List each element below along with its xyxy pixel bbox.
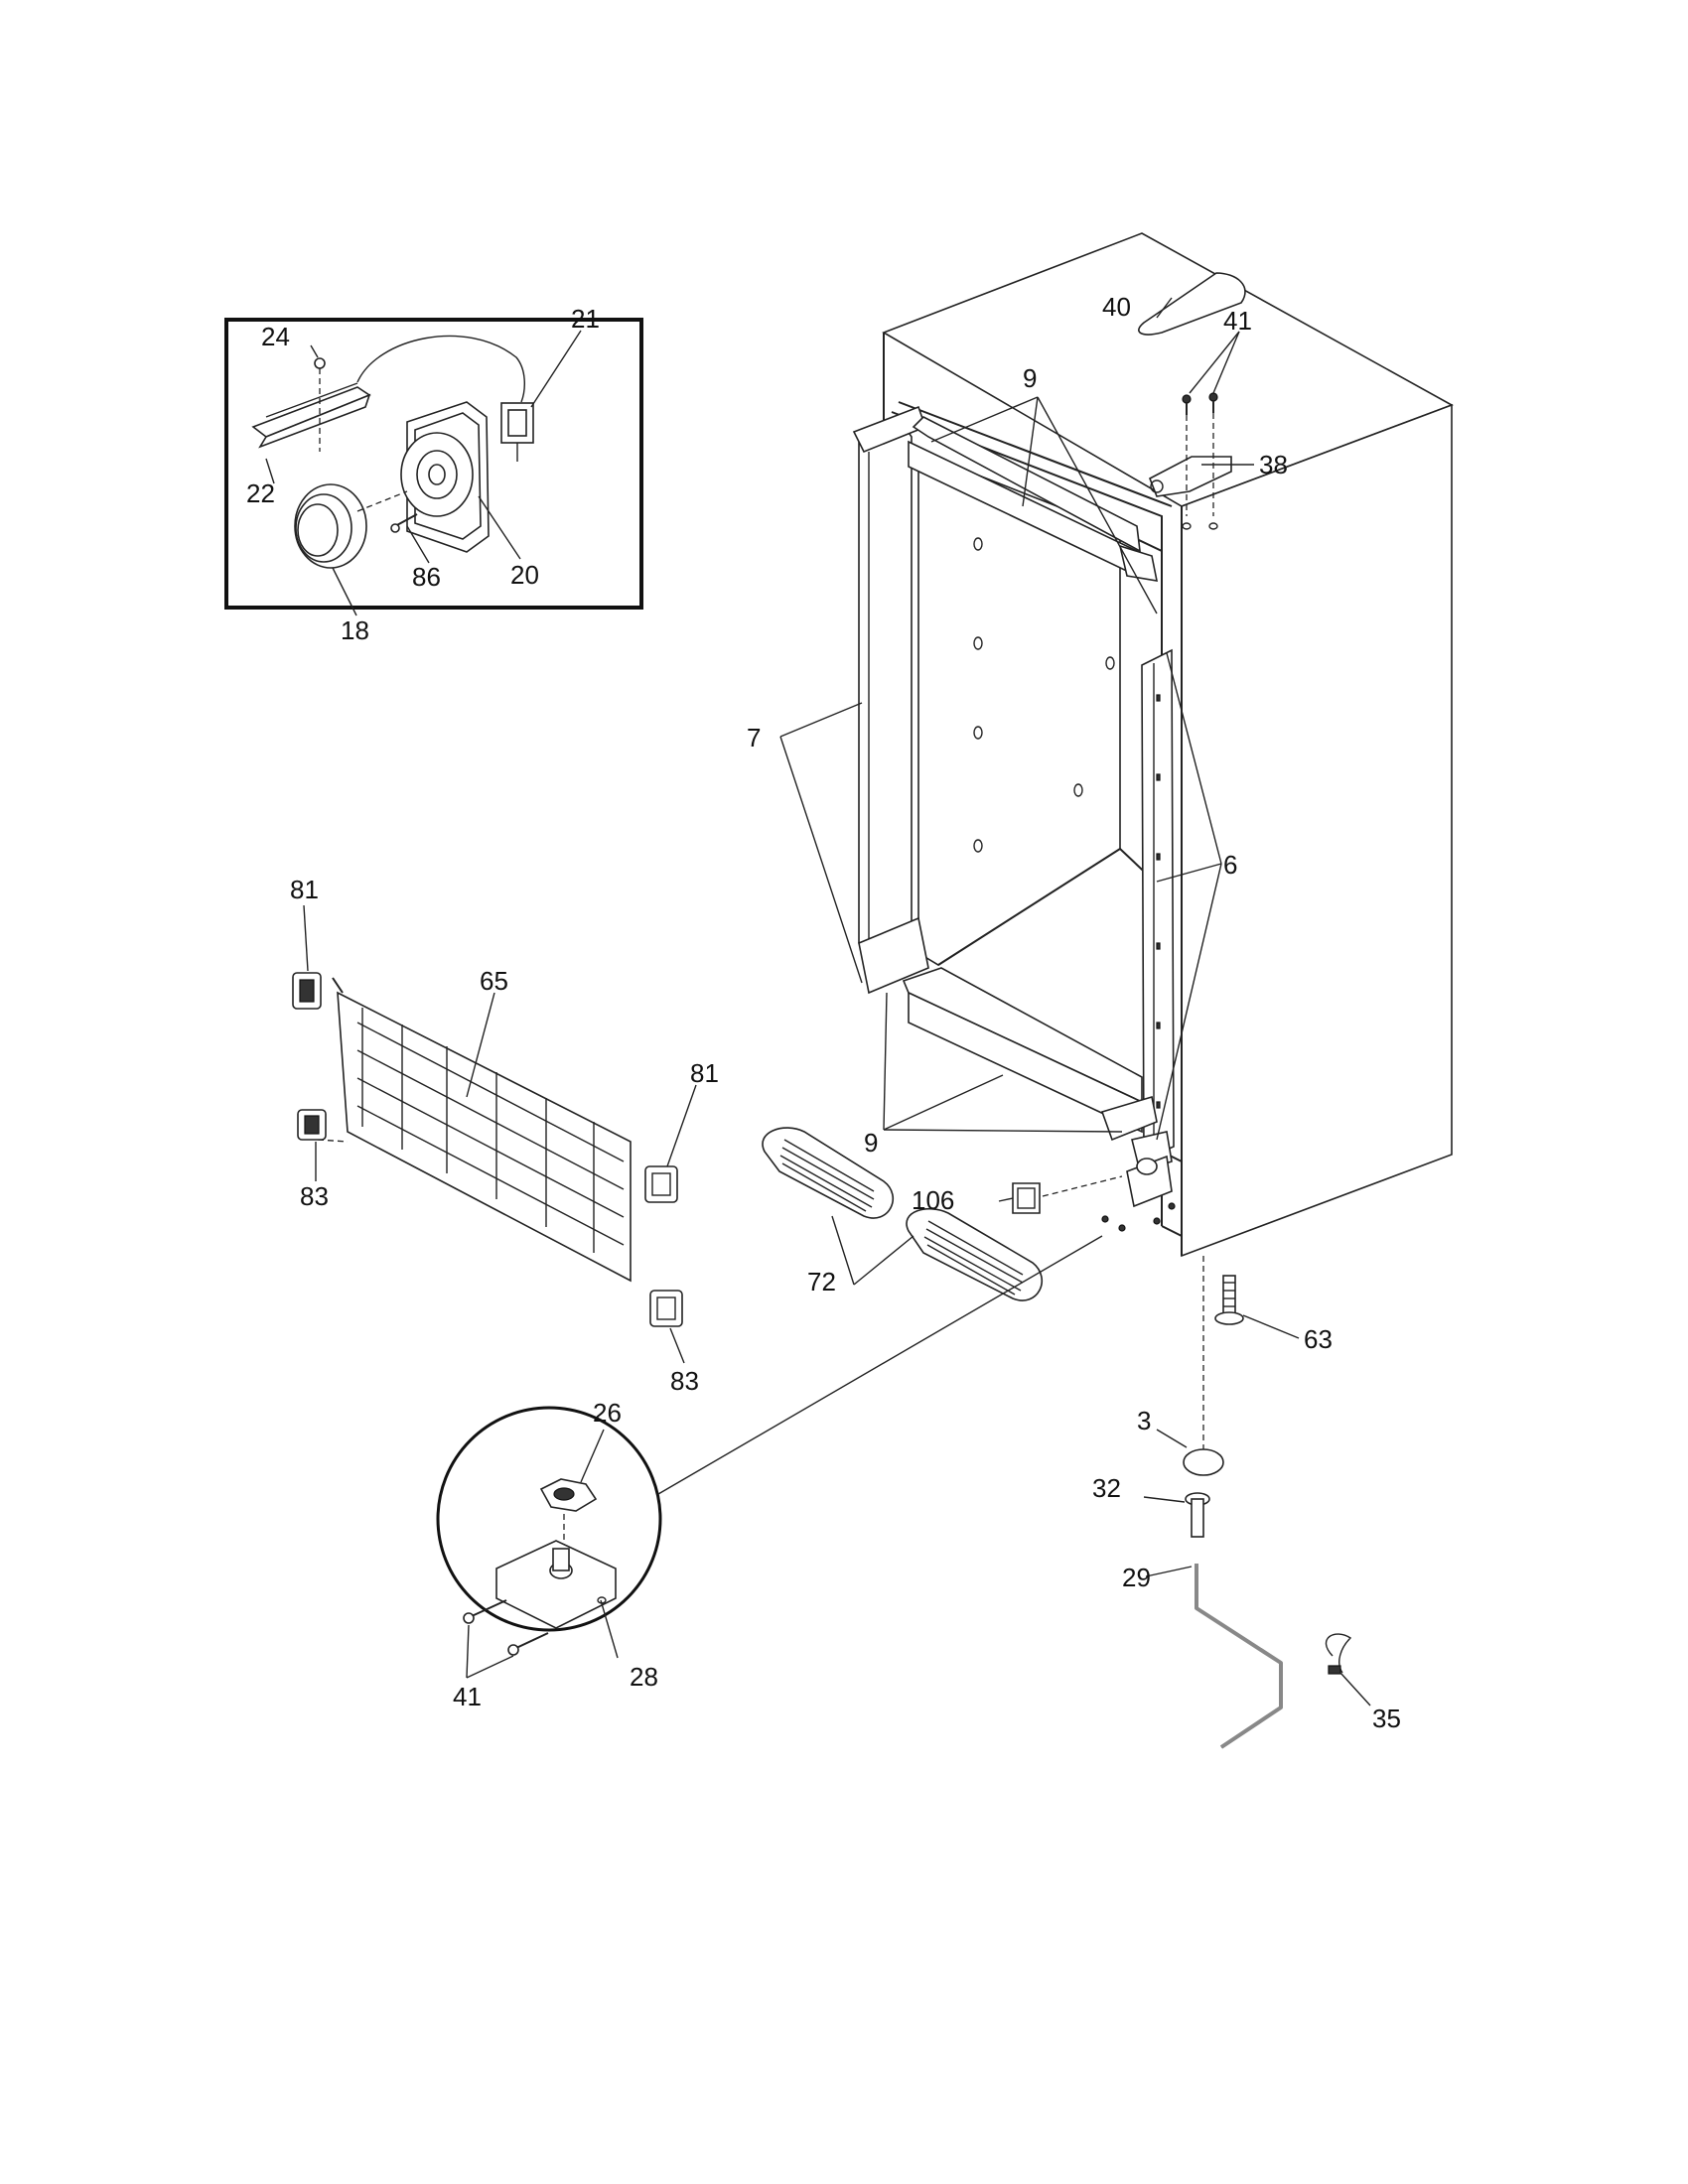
label-24: 24 xyxy=(261,322,290,351)
part-20-socket xyxy=(400,432,474,517)
part-35-clip xyxy=(1325,1633,1352,1675)
part-83-support-left xyxy=(297,1109,327,1141)
label-7: 7 xyxy=(747,723,761,752)
part-7-left-breaker xyxy=(852,405,929,995)
part-32-bushing xyxy=(1185,1492,1210,1538)
part-21-thermostat xyxy=(500,402,534,462)
cabinet-body xyxy=(882,232,1454,1258)
callout-labels: 24 21 22 86 20 18 40 9 41 38 7 6 9 106 7… xyxy=(246,292,1401,1733)
label-28: 28 xyxy=(630,1662,658,1692)
part-106-pad xyxy=(1012,1175,1123,1214)
part-3-cap xyxy=(1183,1448,1224,1476)
leader-lines xyxy=(303,297,1371,1706)
label-22: 22 xyxy=(246,478,275,508)
label-72: 72 xyxy=(807,1267,836,1297)
part-22-bracket xyxy=(251,382,371,449)
part-26-cam xyxy=(539,1478,598,1557)
label-38: 38 xyxy=(1259,450,1288,479)
part-83-support-right xyxy=(649,1290,683,1327)
label-83-right: 83 xyxy=(670,1366,699,1396)
part-81-support-right xyxy=(644,1165,678,1203)
part-72-grille-upper xyxy=(762,1127,895,1219)
label-106: 106 xyxy=(912,1185,954,1215)
label-3: 3 xyxy=(1137,1406,1151,1435)
label-41-bottom: 41 xyxy=(453,1682,482,1711)
label-81-right: 81 xyxy=(690,1058,719,1088)
part-41-bottom-screws xyxy=(463,1599,549,1656)
label-86: 86 xyxy=(412,562,441,592)
part-28-hinge-plate xyxy=(495,1540,617,1629)
label-21: 21 xyxy=(571,304,600,334)
part-40-hinge-cover xyxy=(1138,272,1246,336)
part-65-basket xyxy=(317,977,632,1283)
liner-holes xyxy=(973,537,1115,853)
label-18: 18 xyxy=(341,615,369,645)
part-24-screw xyxy=(314,357,326,452)
part-72-grille-lower xyxy=(906,1207,1044,1301)
detail-circle-bottom-hinge xyxy=(436,1235,1103,1656)
label-65: 65 xyxy=(480,966,508,996)
label-26: 26 xyxy=(593,1398,622,1428)
breaker-clips xyxy=(1156,694,1161,1109)
part-18-lens xyxy=(294,483,408,569)
bottom-hinge-mount xyxy=(1101,1155,1176,1232)
part-29-hinge-pin xyxy=(1195,1564,1283,1749)
part-63-leveler xyxy=(1214,1275,1244,1325)
label-35: 35 xyxy=(1372,1704,1401,1733)
label-20: 20 xyxy=(510,560,539,590)
part-81-support-left xyxy=(292,972,322,1010)
part-41-top-screws xyxy=(1182,392,1218,415)
label-81-left: 81 xyxy=(290,875,319,904)
part-86-screw xyxy=(390,513,418,533)
label-9-top: 9 xyxy=(1023,363,1037,393)
label-63: 63 xyxy=(1304,1324,1333,1354)
label-40: 40 xyxy=(1102,292,1131,322)
part-9-bottom-breaker xyxy=(902,967,1158,1142)
label-83-left: 83 xyxy=(300,1181,329,1211)
label-32: 32 xyxy=(1092,1473,1121,1503)
inset-detail-box xyxy=(224,318,643,616)
part-9-top-breaker xyxy=(908,416,1159,582)
label-6: 6 xyxy=(1223,850,1237,880)
label-9-bottom: 9 xyxy=(864,1128,878,1158)
label-29: 29 xyxy=(1122,1563,1151,1592)
label-41-top: 41 xyxy=(1223,306,1252,336)
